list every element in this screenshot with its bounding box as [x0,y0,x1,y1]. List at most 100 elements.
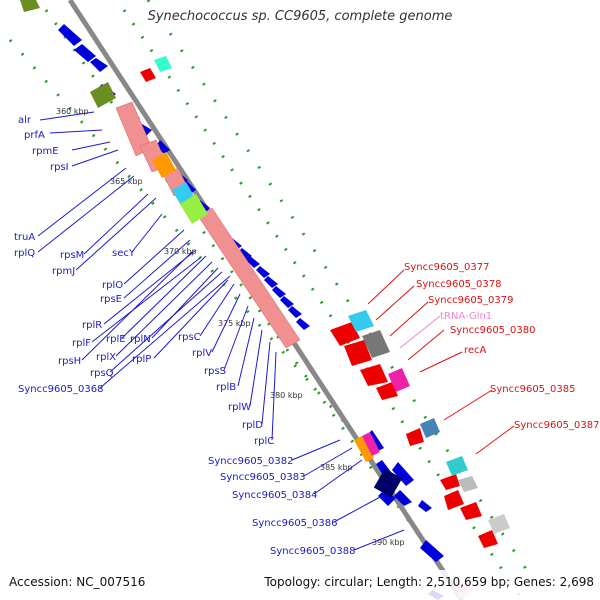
gene-label: rplC [254,436,274,447]
gene-label: prfA [24,130,45,141]
tick-label: 360 kbp [56,107,89,116]
gene-label: rplQ [14,248,35,259]
gene-label: Syncc9605_0382 [208,456,294,467]
reverse-gene [376,382,398,400]
ribosomal-operon [115,101,301,349]
gene-label: rpsC [178,332,201,343]
forward-gene [378,490,396,506]
gene-label: truA [14,232,35,243]
gene-label: rplF [72,338,91,349]
gene-label: rplO [102,280,123,291]
right-labels: Syncc9605_0377 Syncc9605_0378 Syncc9605_… [404,262,600,431]
forward-strand-genes [58,24,444,600]
cyan-gene [172,182,194,204]
magenta-gene-2 [362,432,380,456]
tick-label: 370 kbp [164,247,197,256]
outer-track-3 [122,9,522,597]
right-leader-lines [367,269,515,455]
gene-label: Syncc9605_0384 [232,490,318,501]
forward-gene [296,318,310,330]
reverse-gene [344,340,372,366]
reverse-gene [478,530,498,548]
green-gene [180,194,208,224]
ribosomal-gene [197,207,301,349]
teal-gene [154,56,172,72]
tick-label: 380 kbp [270,391,303,400]
gene-label: alr [18,115,32,126]
gray-gene [362,330,390,358]
gene-label: rplD [242,420,263,431]
dark-navy-gene [373,468,403,498]
gene-label: rplN [130,334,151,345]
reverse-strand-genes [140,68,498,548]
gene-label: Syncc9605_0388 [270,546,356,557]
gene-label: rplR [82,320,102,331]
gene-label: Syncc9605_0383 [220,472,306,483]
gene-label: Syncc9605_0368 [18,384,104,395]
orange-gene [152,152,176,178]
gene-label: secY [112,248,136,259]
forward-gene [156,140,170,154]
map-title: Synechococcus sp. CC9605, complete genom… [147,9,453,24]
forward-gene [280,296,294,308]
accession-label: Accession: NC_007516 [9,575,146,589]
gene-label: rpsQ [90,368,114,379]
cyan-gene-2 [348,310,374,332]
gene-label-trna: tRNA-Gln1 [440,311,492,322]
forward-gene [238,248,252,260]
gene-label: rpmJ [52,266,75,277]
reverse-gene [360,364,388,386]
gene-label: rplX [96,352,116,363]
gene-label: Syncc9605_0379 [428,295,514,306]
gene-label: recA [464,345,487,356]
gene-label: rplV [192,348,212,359]
topology-label: Topology: circular; Length: 2,510,659 bp… [264,575,594,589]
forward-gene [394,490,412,506]
gene-label: rpsS [204,366,226,377]
olive-gene-top [20,0,40,12]
steel-gene [420,418,440,438]
reverse-gene [330,322,360,346]
reverse-gene [140,68,156,82]
gene-label: Syncc9605_0380 [450,325,536,336]
reverse-gene [406,428,424,446]
forward-gene [418,500,432,512]
gene-label: rpsE [100,294,122,305]
footer-backdrop [0,570,600,600]
forward-gene [264,276,278,288]
olive-gene [90,82,116,108]
left-labels: alr prfA rpmE rpsI truA rplQ rpsM secY r… [14,115,356,557]
forward-gene [246,256,260,268]
gene-label: Syncc9605_0385 [490,384,576,395]
tick-label: 375 kbp [218,319,251,328]
magenta-gene [388,368,410,392]
teal-gene-2 [446,456,468,476]
gene-label: Syncc9605_0378 [416,279,502,290]
gene-label: rplP [132,354,151,365]
forward-gene [74,44,96,62]
tick-label: 390 kbp [372,538,405,547]
left-leader-lines [37,111,405,551]
gene-label: Syncc9605_0377 [404,262,490,273]
trna-leader-line [399,315,441,349]
gene-label: rpsH [58,356,81,367]
gene-label: Syncc9605_0387 [514,420,600,431]
forward-gene [272,286,286,298]
forward-gene [288,306,302,318]
gene-label: rpsI [50,162,69,173]
reverse-gene [460,502,482,520]
gene-label: rplB [216,382,236,393]
gene-label: rplW [228,402,251,413]
forward-gene [90,58,108,72]
gene-label: rpmE [32,146,59,157]
orange-gene-2 [354,436,374,462]
forward-gene [58,24,82,46]
gene-label: rpsM [60,250,84,261]
gene-label: Syncc9605_0386 [252,518,338,529]
light-gray-gene [458,476,478,492]
outer-track-1 [8,39,362,441]
light-gray-gene-2 [488,514,510,534]
forward-gene [256,266,270,278]
